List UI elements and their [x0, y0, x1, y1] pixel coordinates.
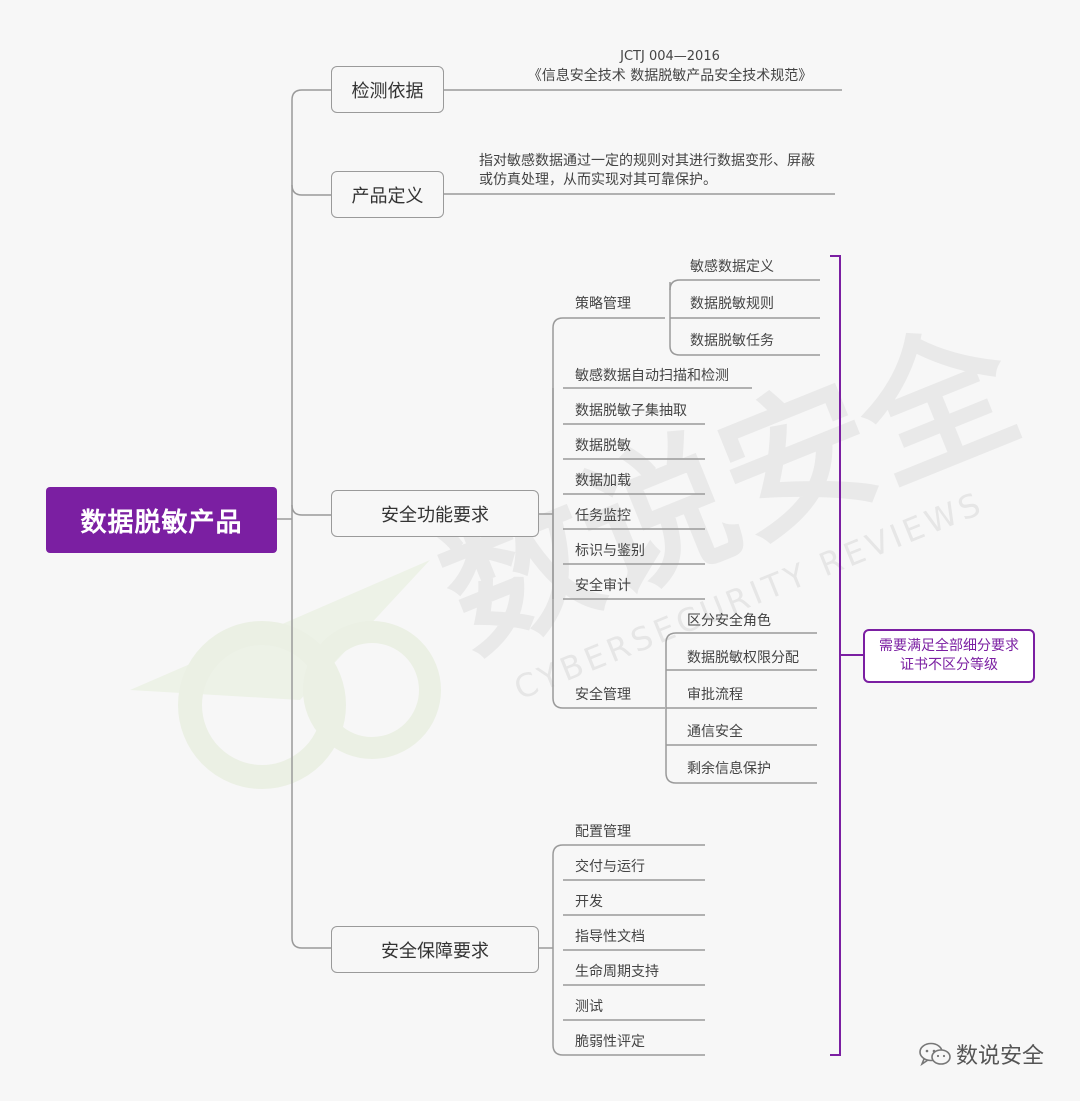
policy-item[interactable]: 数据脱敏任务 — [690, 333, 774, 349]
definition-text-line1: 指对敏感数据通过一定的规则对其进行数据变形、屏蔽 — [479, 153, 815, 169]
assurance-item[interactable]: 测试 — [575, 999, 603, 1015]
policy-item[interactable]: 敏感数据定义 — [690, 259, 774, 275]
assurance-item[interactable]: 生命周期支持 — [575, 964, 659, 980]
assurance-item[interactable]: 交付与运行 — [575, 859, 645, 875]
node-functional[interactable]: 安全功能要求 — [331, 490, 539, 537]
security-item[interactable]: 区分安全角色 — [687, 613, 771, 629]
assurance-item[interactable]: 指导性文档 — [575, 929, 645, 945]
functional-item[interactable]: 数据加载 — [575, 473, 631, 489]
functional-item[interactable]: 标识与鉴别 — [575, 543, 645, 559]
functional-item[interactable]: 数据脱敏子集抽取 — [575, 403, 687, 419]
summary-note: 需要满足全部细分要求 证书不区分等级 — [863, 629, 1035, 683]
root-node[interactable]: 数据脱敏产品 — [46, 487, 277, 553]
node-definition[interactable]: 产品定义 — [331, 171, 444, 218]
assurance-item[interactable]: 开发 — [575, 894, 603, 910]
definition-text-line2: 或仿真处理，从而实现对其可靠保护。 — [479, 172, 717, 188]
security-item[interactable]: 剩余信息保护 — [687, 761, 771, 777]
functional-item[interactable]: 敏感数据自动扫描和检测 — [575, 368, 729, 384]
functional-item[interactable]: 安全审计 — [575, 578, 631, 594]
node-assurance[interactable]: 安全保障要求 — [331, 926, 539, 973]
brand-name: 数说安全 — [955, 1044, 1044, 1069]
functional-item[interactable]: 数据脱敏 — [575, 438, 631, 454]
functional-item[interactable]: 任务监控 — [575, 508, 631, 524]
standard-name: 《信息安全技术 数据脱敏产品安全技术规范》 — [527, 68, 813, 84]
note-line1: 需要满足全部细分要求 — [879, 638, 1019, 654]
standard-code: JCTJ 004—2016 — [620, 49, 720, 64]
security-item[interactable]: 审批流程 — [687, 687, 743, 703]
wechat-icon — [919, 1042, 951, 1066]
node-security-management[interactable]: 安全管理 — [575, 687, 631, 703]
security-item[interactable]: 数据脱敏权限分配 — [687, 650, 799, 666]
assurance-item[interactable]: 脆弱性评定 — [575, 1034, 645, 1050]
node-policy[interactable]: 策略管理 — [575, 296, 631, 312]
node-basis[interactable]: 检测依据 — [331, 66, 444, 113]
security-item[interactable]: 通信安全 — [687, 724, 743, 740]
brand-watermark: 数说安全 — [918, 1038, 1044, 1070]
note-line2: 证书不区分等级 — [900, 657, 998, 673]
assurance-item[interactable]: 配置管理 — [575, 824, 631, 840]
policy-item[interactable]: 数据脱敏规则 — [690, 296, 774, 312]
